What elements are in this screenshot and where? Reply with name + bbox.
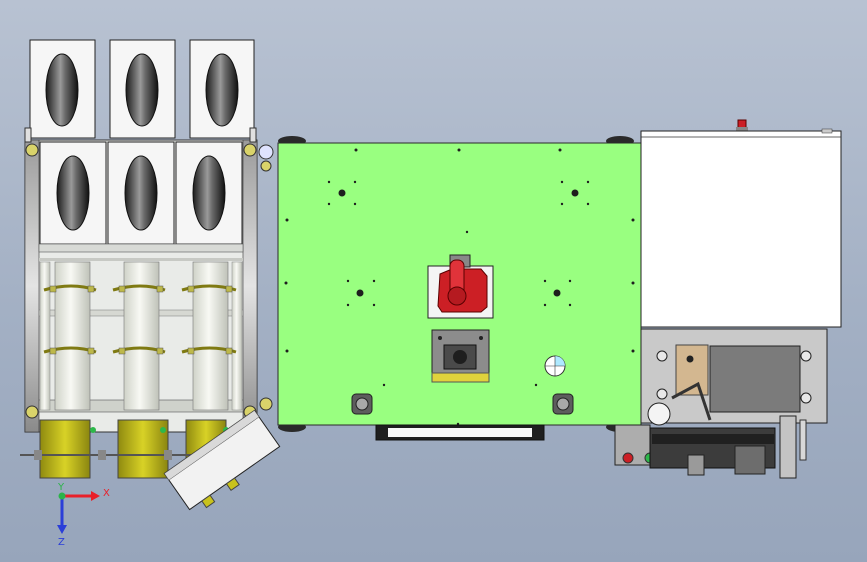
- axis-y-label: Y: [57, 482, 65, 493]
- axis-x-label: X: [103, 488, 110, 499]
- tilted-gate: [163, 409, 281, 511]
- cylinder-stack: [39, 261, 243, 411]
- red-clamp-handle[interactable]: [427, 254, 494, 319]
- gripper-block: [431, 329, 490, 383]
- cover-box: [640, 130, 842, 328]
- axis-z-label: Z: [58, 537, 65, 548]
- alignment-marker: [544, 355, 566, 377]
- mounting-holes: [284, 148, 635, 426]
- right-station-module: [614, 119, 842, 479]
- top-lens-row: [29, 39, 255, 139]
- leveling-feet: [351, 393, 574, 415]
- stop-button[interactable]: [622, 452, 634, 464]
- left-feeder-module: [20, 39, 281, 511]
- axis-triad: X Y Z: [57, 482, 110, 548]
- second-lens-row: [39, 141, 243, 245]
- green-base-plate: [277, 136, 642, 441]
